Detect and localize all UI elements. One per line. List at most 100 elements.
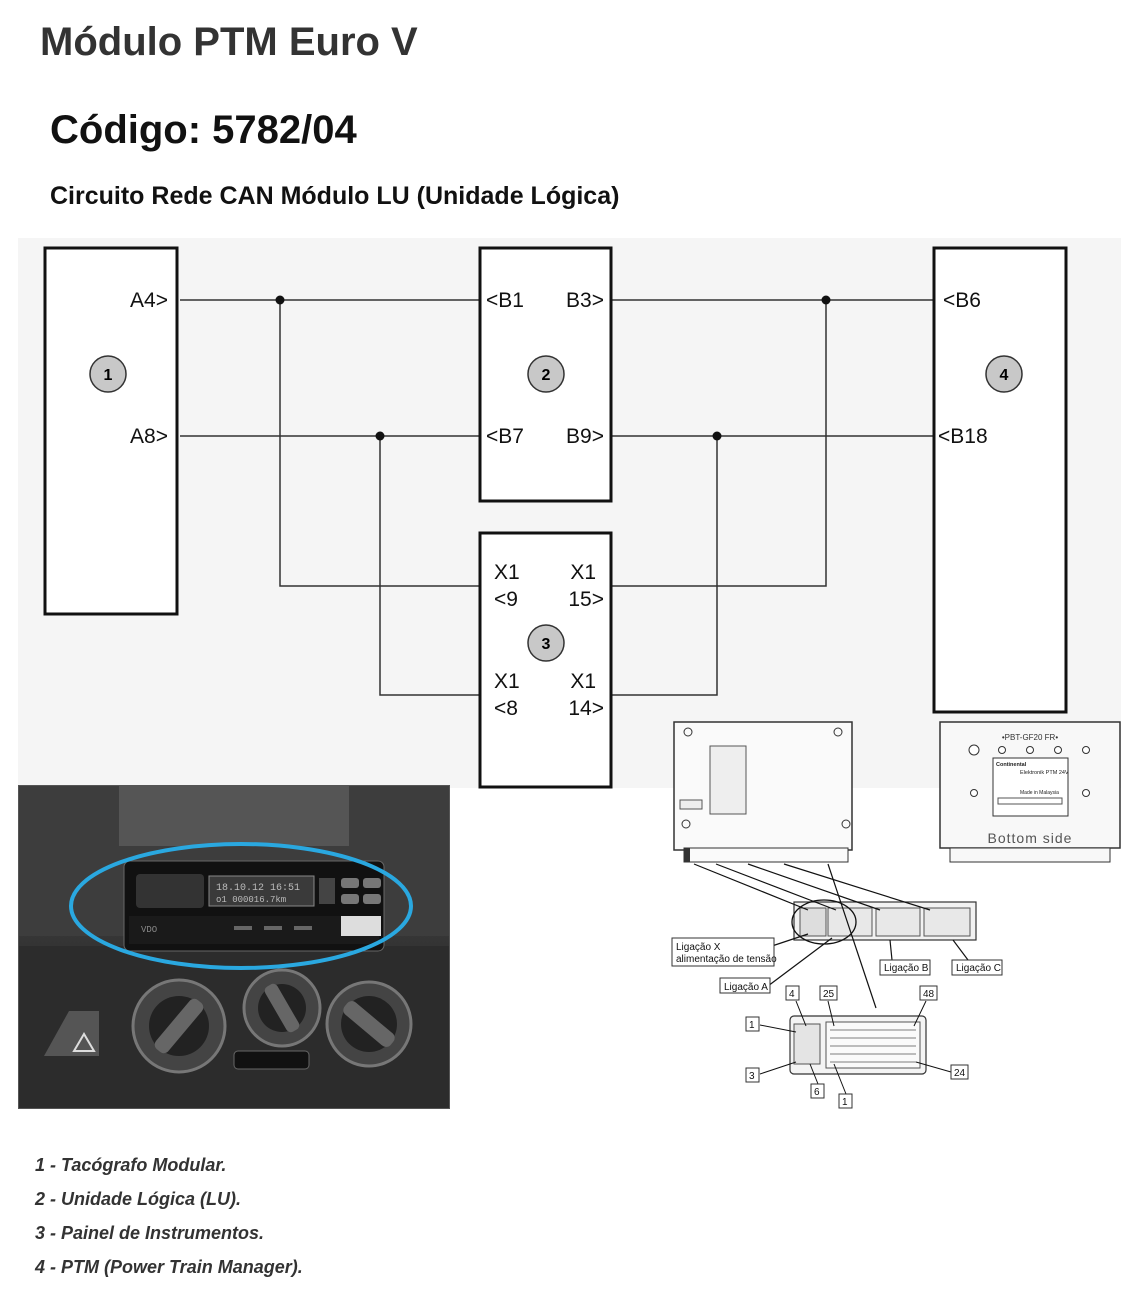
- tacho-sticker: [341, 916, 381, 936]
- ptm-product: Elektronik PTM 24V: [1020, 770, 1069, 776]
- can-network-diagram: 1 2 3 4 A4> A8> <B1 B3> <B7 B9> X1 <9 X1…: [43, 246, 1068, 789]
- junction-dot: [375, 431, 385, 441]
- hazard-button-housing: [44, 1011, 99, 1056]
- junction-dot: [275, 295, 285, 305]
- pin-num-box: [819, 985, 838, 1001]
- callout-ligacao-a-box: [719, 977, 771, 994]
- highlight-ellipse: [69, 842, 413, 970]
- pin-num-25: 25: [823, 989, 835, 1000]
- pin-num-1a: 1: [749, 1020, 755, 1031]
- connector-c: [923, 907, 971, 937]
- ptm-brand: Continental: [996, 762, 1027, 768]
- wire-to-x1-14: [612, 436, 718, 696]
- pin-callout-lines: [759, 1000, 952, 1095]
- hazard-triangle-icon: [72, 1032, 96, 1052]
- ptm-connector-tab: [684, 848, 690, 862]
- legend-item-2: 2 - Unidade Lógica (LU).: [35, 1189, 242, 1209]
- callout-line: [693, 863, 809, 911]
- callout-line: [809, 1063, 819, 1085]
- legend-item-3: 3 - Painel de Instrumentos.: [35, 1223, 265, 1243]
- pin-num-24: 24: [954, 1068, 966, 1079]
- pin-num-6: 6: [814, 1087, 820, 1098]
- wires: [180, 299, 934, 696]
- wire-to-x1-9: [279, 300, 480, 587]
- ptm-bottom-connector: [949, 847, 1111, 863]
- tacho-button: [363, 878, 381, 888]
- callout-ligacao-b: Ligação B: [884, 963, 929, 974]
- pin-num-48: 48: [923, 989, 935, 1000]
- tacho-brand: VDO: [141, 925, 157, 935]
- pin-b9: B9>: [566, 425, 604, 448]
- pin-x1-left-bot: X1: [494, 670, 520, 693]
- pin-num-box: [810, 1083, 825, 1099]
- pin-15: 15>: [568, 588, 604, 611]
- pin-num-box: [919, 985, 938, 1001]
- pin-num-box: [785, 985, 800, 1001]
- tacho-button: [319, 878, 335, 904]
- callout-line: [715, 863, 837, 911]
- tacho-slot-mark: [234, 926, 252, 930]
- pin-a4: A4>: [130, 289, 168, 312]
- badge-4-label: 4: [1000, 367, 1009, 384]
- pin-labels: A4> A8> <B1 B3> <B7 B9> X1 <9 X1 15> X1 …: [130, 289, 988, 720]
- junction-dots: [275, 295, 831, 441]
- connector-x: [799, 907, 827, 937]
- screw-icon: [833, 727, 843, 737]
- callout-line: [759, 1024, 797, 1033]
- pin-14: 14>: [568, 697, 604, 720]
- tacho-display: [208, 875, 315, 907]
- ptm-top-label: [679, 799, 703, 810]
- connector-detail-x: [793, 1023, 821, 1065]
- screw-icon: [1054, 746, 1062, 754]
- junction-dot: [712, 431, 722, 441]
- pin-num-1b: 1: [842, 1097, 848, 1108]
- badge-1: [89, 355, 127, 393]
- callout-line: [827, 863, 877, 1009]
- ptm-connector-strip: [683, 847, 849, 863]
- callout-ligacao-c-box: [951, 959, 1003, 976]
- knob-fan-grip: [264, 983, 300, 1033]
- pin-num-box: [745, 1067, 760, 1083]
- ptm-top-housing: [673, 721, 853, 851]
- tachograph-photo-illustration: 18.10.12 16:51 o1 000016.7km VDO: [19, 786, 449, 1108]
- callout-line: [913, 1000, 927, 1027]
- code-title: Código: 5782/04: [50, 108, 357, 152]
- wire-to-x1-8: [379, 436, 480, 696]
- tacho-display-line1: 18.10.12 16:51: [216, 883, 300, 894]
- callout-line: [747, 863, 881, 911]
- ptm-product-label: [992, 757, 1069, 817]
- pin-num-box: [745, 1016, 760, 1032]
- tacho-button: [341, 878, 359, 888]
- pin-x1-right-bot: X1: [570, 670, 596, 693]
- ptm-made-in: Made in Malaysia: [1020, 790, 1059, 796]
- pin-num-box: [950, 1064, 969, 1080]
- callout-line: [915, 1061, 952, 1073]
- callout-line: [952, 939, 969, 961]
- ptm-top-view: [673, 721, 853, 863]
- screw-icon: [968, 744, 980, 756]
- screw-icon: [1082, 789, 1090, 797]
- badge-3: [527, 624, 565, 662]
- callout-ligacao-x-box: [671, 937, 775, 967]
- pin-b3: B3>: [566, 289, 604, 312]
- badge-2-label: 2: [542, 367, 551, 384]
- pin-num-box: [838, 1093, 853, 1109]
- badge-1-label: 1: [104, 367, 113, 384]
- pin-b6: <B6: [943, 289, 981, 312]
- screw-icon: [681, 819, 691, 829]
- screw-icon: [998, 746, 1006, 754]
- screw-icon: [841, 819, 851, 829]
- callout-line: [759, 1061, 797, 1075]
- ptm-module-figure: •PBT-GF20 FR• Continental Elektronik PTM…: [671, 721, 1121, 1109]
- module-number-badges: 1 2 3 4: [89, 355, 1023, 662]
- callout-ligacao-c: Ligação C: [956, 963, 1001, 974]
- knob-temperature-grip: [154, 998, 204, 1054]
- callout-line: [771, 933, 809, 947]
- ptm-barcode-box: [997, 797, 1063, 805]
- tacho-button: [341, 894, 359, 904]
- callout-line: [833, 1063, 847, 1095]
- knob-air-direction-grip: [343, 1001, 395, 1047]
- connector-detail: [789, 1015, 927, 1075]
- callout-ligacao-x-line2: alimentação de tensão: [676, 954, 777, 965]
- tacho-button: [363, 894, 381, 904]
